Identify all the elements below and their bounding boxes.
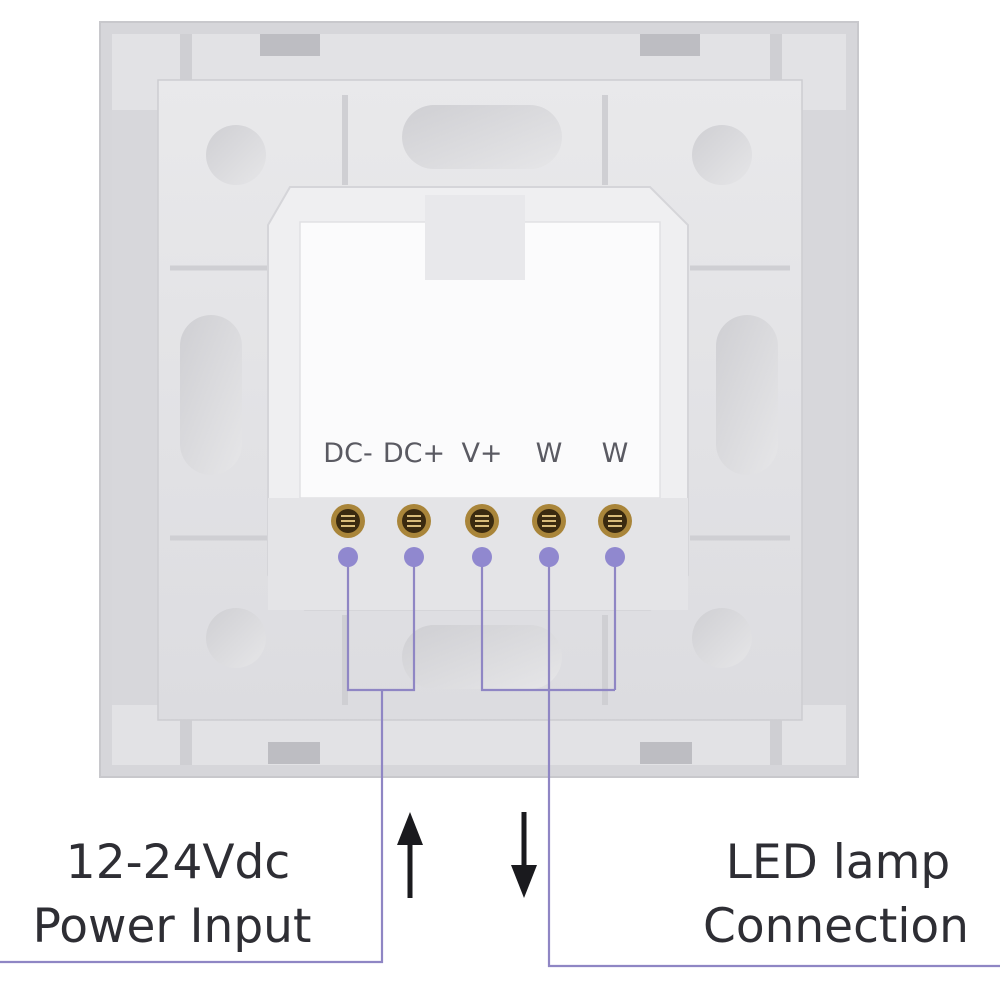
- arrow-down-icon: [511, 812, 537, 898]
- terminal-w-4: W: [532, 438, 566, 567]
- module-housing: [267, 186, 689, 611]
- terminal-label: DC-: [323, 438, 372, 469]
- wire-w1-feed: [547, 556, 1000, 968]
- terminal-label: V+: [461, 438, 502, 469]
- wire-power-feed: [0, 690, 384, 964]
- arrow-up-icon: [397, 812, 423, 898]
- wire-dc-minus: [346, 556, 382, 692]
- led-caption-line1: LED lamp: [726, 835, 951, 890]
- wire-dc-plus: [382, 556, 416, 692]
- terminal-dot: [404, 547, 424, 567]
- power-caption-line2: Power Input: [33, 899, 312, 954]
- terminal-dc-minus-1: DC-: [323, 438, 373, 567]
- terminal-dot: [605, 547, 625, 567]
- terminal-w-5: W: [598, 438, 632, 567]
- terminal-v-plus-3: V+: [461, 438, 503, 567]
- terminal-dot: [338, 547, 358, 567]
- wire-v-plus: [480, 556, 615, 692]
- terminal-label: W: [536, 438, 563, 469]
- led-caption-line2: Connection: [703, 899, 969, 954]
- power-caption-line1: 12-24Vdc: [66, 835, 290, 890]
- wires: [0, 556, 1000, 968]
- terminal-dot: [472, 547, 492, 567]
- terminal-dot: [539, 547, 559, 567]
- terminal-label: W: [602, 438, 629, 469]
- terminal-block: DC- DC+ V+ W W: [323, 438, 632, 567]
- terminal-label: DC+: [383, 438, 445, 469]
- terminal-dc-plus-2: DC+: [383, 438, 445, 567]
